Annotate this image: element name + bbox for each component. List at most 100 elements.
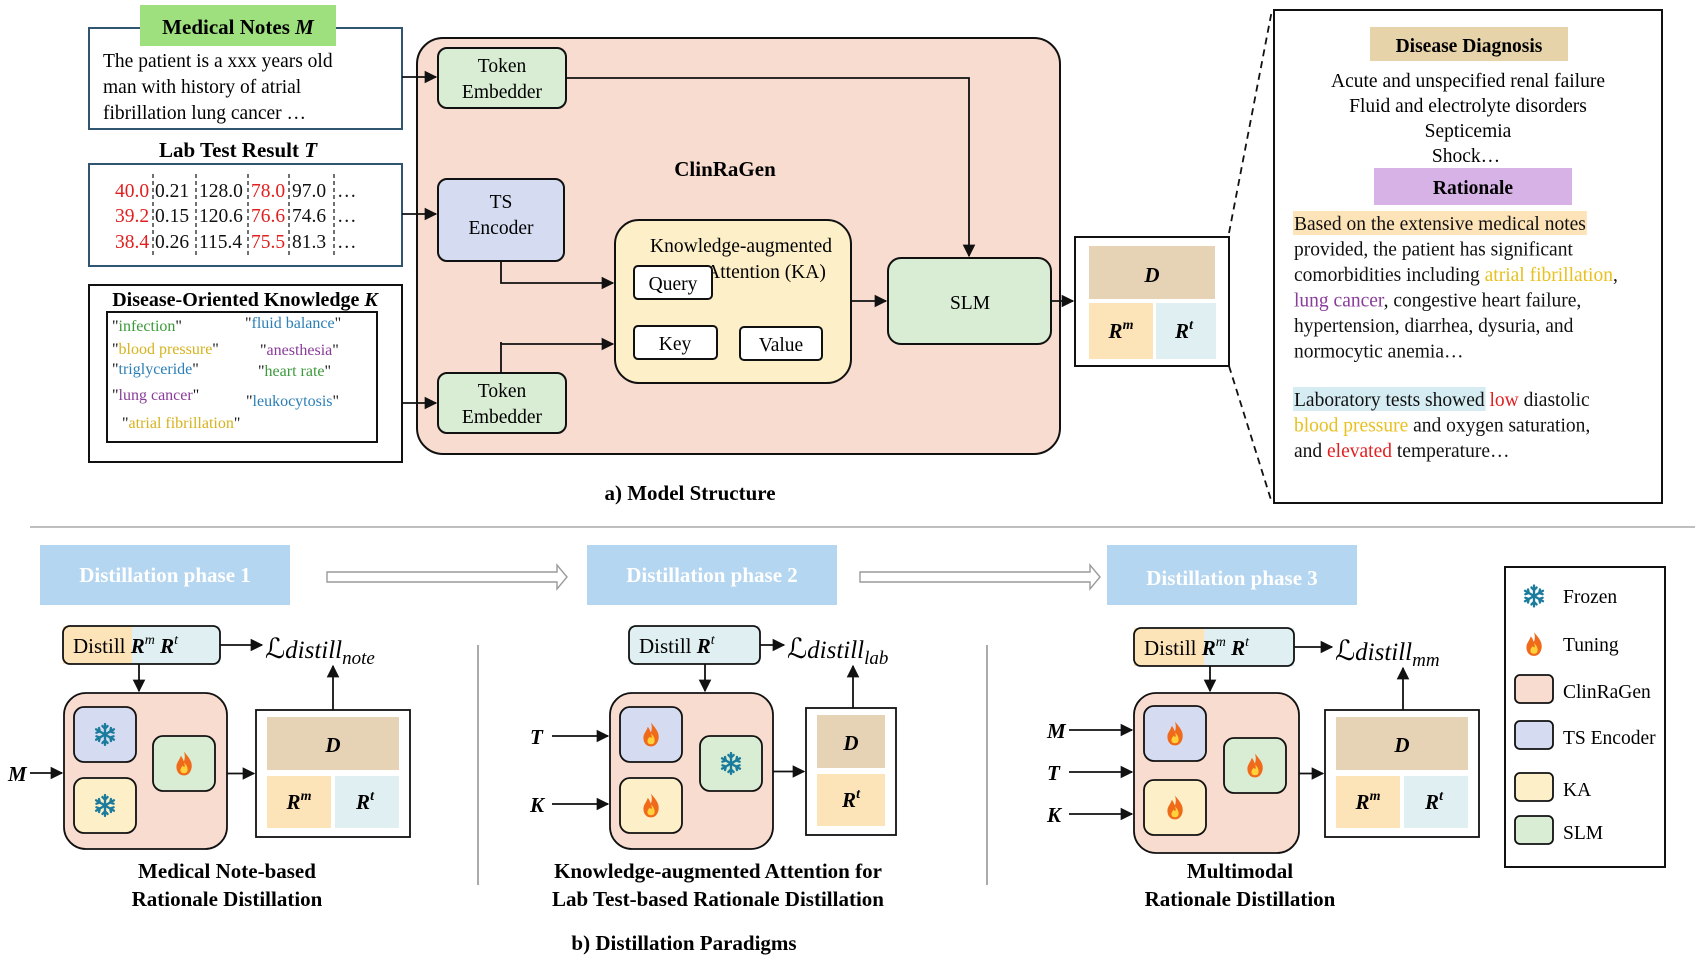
medical-notes-text: The patient is a xxx years old man with … (103, 51, 333, 124)
medical-notes-title: Medical Notes M (162, 15, 315, 39)
knowledge-term: "infection" (112, 318, 182, 335)
query-label: Query (649, 274, 698, 295)
phase-input-label: T (1047, 761, 1061, 785)
lab-cell: … (337, 181, 357, 202)
output-rt-label: Rt (355, 789, 375, 814)
output-d-cell (267, 717, 399, 770)
diagnosis-title: Disease Diagnosis (1396, 36, 1543, 57)
lab-cell: 120.6 (199, 206, 243, 227)
legend-label: ClinRaGen (1563, 682, 1651, 703)
output-rt-label: Rt (1424, 789, 1444, 814)
token-embedder-bottom (437, 372, 567, 434)
distill-label: Distill Rm Rt (1144, 635, 1250, 660)
output-rt-cell (335, 776, 399, 828)
rationale-line: Based on the extensive medical notes (1294, 214, 1586, 235)
zoom-line-bottom (1228, 365, 1273, 504)
token-embedder-label: Token (478, 381, 527, 402)
knowledge-title: Disease-Oriented Knowledge K (112, 289, 379, 311)
notes-line: The patient is a xxx years old (103, 51, 333, 72)
output-rm-cell (1336, 776, 1400, 828)
knowledge-term: "atrial fibrillation" (122, 415, 240, 432)
phase-input-label: K (529, 793, 546, 817)
rationale-title: Rationale (1433, 178, 1514, 199)
phase-input-label: M (1046, 719, 1067, 743)
lab-cell: … (337, 232, 357, 253)
lab-cell: … (337, 206, 357, 227)
rationale-line: normocytic anemia… (1294, 342, 1463, 363)
lab-cell: 115.4 (199, 232, 242, 253)
lab-cell: 78.0 (251, 181, 285, 202)
phase-arrow-1 (326, 563, 568, 591)
diagnosis-list: Acute and unspecified renal failure Flui… (1331, 71, 1605, 167)
zoom-line-top (1228, 9, 1273, 234)
phase-2-header (587, 545, 837, 605)
legend-swatch (1514, 674, 1554, 704)
phase-input-label: T (530, 725, 544, 749)
distill-rt-fill (1204, 628, 1294, 666)
diagnosis-item: Septicemia (1425, 121, 1512, 142)
phase-3-label: Distillation phase 3 (1146, 566, 1318, 590)
caption-model-structure: a) Model Structure (604, 481, 775, 505)
distill-rm-fill (1134, 628, 1205, 666)
distill-rt-fill (132, 626, 220, 664)
key-label: Key (659, 334, 692, 355)
rationale-line: provided, the patient has significant (1294, 240, 1573, 261)
medical-notes-title-bg (140, 5, 336, 46)
token-embedder-label: Token (478, 56, 527, 77)
lab-cell: 39.2 (115, 206, 149, 227)
query-box (633, 265, 713, 300)
output-d-label: D (1393, 733, 1409, 757)
phase-caption: Knowledge-augmented Attention for (554, 859, 882, 883)
lab-cell: 76.6 (251, 206, 285, 227)
output-rm-cell (267, 776, 331, 828)
legend-label: Tuning (1563, 635, 1619, 656)
clinragen-title: ClinRaGen (674, 157, 776, 181)
phase-3-header (1107, 545, 1357, 605)
rationale-line: comorbidities including atrial fibrillat… (1294, 265, 1618, 286)
output-rt-cell (1156, 303, 1216, 359)
output-d-label: D (1143, 263, 1159, 287)
output-rm-label: Rm (286, 789, 312, 814)
ka-title: Knowledge-augmented (650, 236, 832, 257)
output-d-cell (1089, 246, 1215, 299)
lab-cell: 97.0 (292, 181, 326, 202)
distill-label: Distill Rt (639, 633, 716, 658)
diagnosis-item: Fluid and electrolyte disorders (1349, 96, 1587, 117)
rationale-line: hypertension, diarrhea, dysuria, and (1294, 316, 1574, 337)
phase-caption: Rationale Distillation (1145, 887, 1336, 911)
rationale-highlight (1293, 387, 1486, 411)
diagnosis-item: Acute and unspecified renal failure (1331, 71, 1605, 92)
arrow-ts-to-query (500, 261, 615, 290)
value-label: Value (759, 335, 803, 356)
knowledge-inner-box (106, 311, 378, 443)
knowledge-term: "fluid balance" (245, 315, 341, 332)
lab-cell: 0.26 (155, 232, 189, 253)
rationale-line: blood pressure and oxygen saturation, (1294, 416, 1590, 437)
notes-line: fibrillation lung cancer … (103, 103, 306, 124)
diagnosis-item: Shock… (1432, 146, 1500, 167)
output-rt-label: Rt (841, 787, 861, 812)
rationale-text: Based on the extensive medical notes prov… (1293, 211, 1618, 462)
phase-2-label: Distillation phase 2 (626, 563, 798, 587)
output-rm-label: Rm (1355, 789, 1381, 814)
lab-cell: 38.4 (115, 232, 149, 253)
caption-distillation: b) Distillation Paradigms (571, 931, 796, 955)
distill-rm-fill (63, 626, 133, 664)
lab-cell: 40.0 (115, 181, 149, 202)
phase-arrow-2 (859, 563, 1101, 591)
lab-cell: 128.0 (199, 181, 243, 202)
output-d-label: D (842, 731, 858, 755)
loss-label: ℒdistillmm (1335, 636, 1440, 671)
knowledge-term: "triglyceride" (112, 361, 199, 378)
knowledge-term: "lung cancer" (112, 387, 199, 404)
rationale-highlight (1293, 211, 1587, 235)
slm-label: SLM (950, 293, 990, 314)
distill-rt-fill (629, 626, 760, 664)
output-rt-cell (817, 774, 885, 826)
